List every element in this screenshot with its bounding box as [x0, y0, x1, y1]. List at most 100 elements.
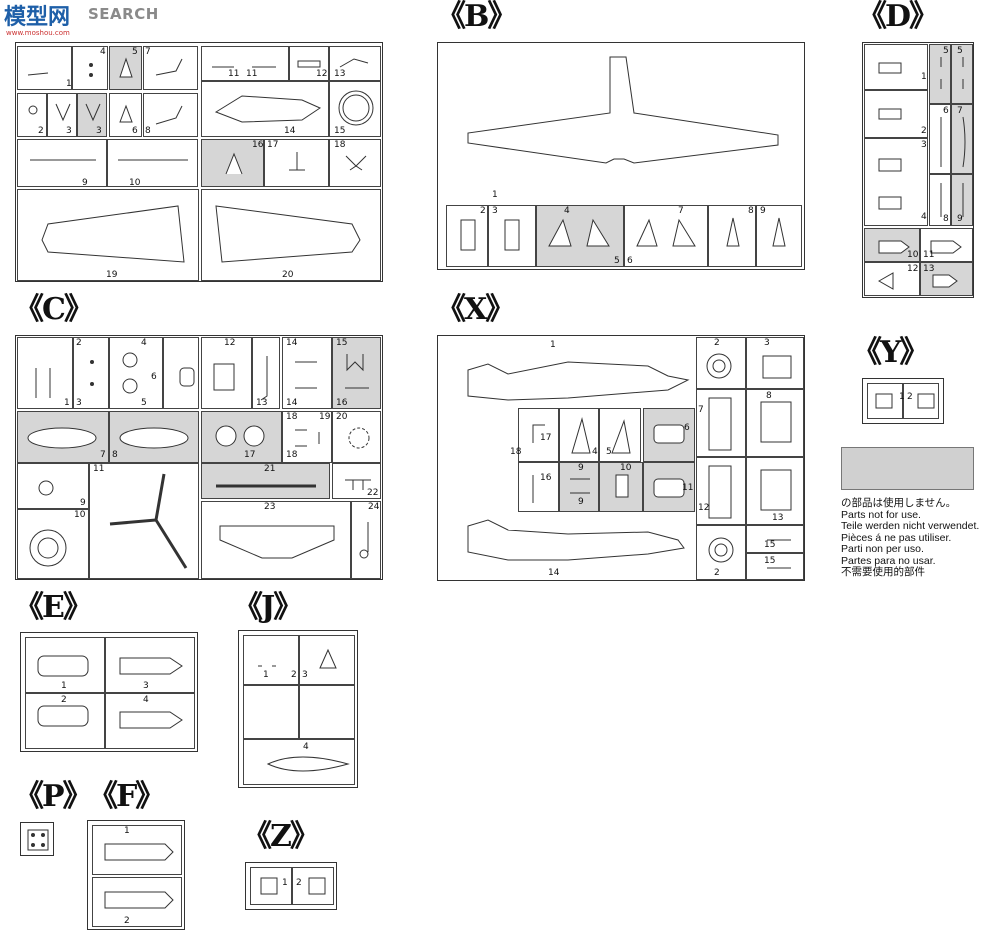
sprue-x-num: 17	[540, 433, 552, 443]
sprue-x-num: 13	[772, 513, 784, 523]
sprue-a-part-11-cell	[201, 46, 289, 81]
sprue-j-num: 2	[291, 670, 297, 680]
sprue-a-part-10-cell	[107, 139, 198, 187]
sprue-y-num: 2	[907, 392, 913, 402]
sprue-j-part-4-cell	[243, 739, 355, 785]
sprue-a-part-12-cell	[289, 46, 329, 81]
sprue-x-num: 8	[766, 391, 772, 401]
sprue-d-num: 4	[921, 212, 927, 222]
sprue-c-part-15-cell	[332, 337, 381, 409]
sprue-x-part-9-cell	[559, 462, 599, 512]
sprue-a-num: 20	[282, 270, 294, 280]
sprue-c-num: 12	[224, 338, 236, 348]
sprue-a-num: 3	[96, 126, 102, 136]
sprue-c-part-2-cell	[73, 337, 109, 409]
sprue-d-num: 5	[943, 46, 949, 56]
sprue-b-num: 7	[678, 206, 684, 216]
sprue-c-part-11-cell	[89, 463, 199, 579]
sprue-d-label: 《D》	[857, 0, 939, 34]
sprue-j-num: 3	[302, 670, 308, 680]
sprue-d-part-1-cell	[864, 44, 928, 90]
sprue-a-part-19-cell	[17, 189, 199, 281]
sprue-a-num: 2	[38, 126, 44, 136]
sprue-e-part-4-cell	[105, 693, 195, 749]
sprue-a-num: 8	[145, 126, 151, 136]
sprue-x-frame: 1 2 3 7 8 17 18 4 5 6 16 9 9 10 11 12 13…	[437, 335, 805, 581]
sprue-d-part-5a-cell	[929, 44, 951, 104]
sprue-a-num: 15	[334, 126, 346, 136]
sprue-c-part-12-cell	[201, 337, 252, 409]
sprue-d-num: 8	[943, 214, 949, 224]
sprue-c-num: 8	[112, 450, 118, 460]
sprue-c-part-17-cell	[201, 411, 282, 463]
sprue-c-frame: 1 2 3 4 5 6 12 13 14 14 15 16 7 8 17 18 …	[15, 335, 383, 580]
sprue-f-label: 《F》	[88, 779, 165, 814]
sprue-d-num: 3	[921, 140, 927, 150]
sprue-y-num: 1	[899, 392, 905, 402]
note-spanish: Partes para no usar.	[841, 554, 936, 567]
sprue-d-num: 1	[921, 72, 927, 82]
sprue-a-part-20-cell	[201, 189, 381, 281]
sprue-b-num: 9	[760, 206, 766, 216]
sprue-c-part-7-cell	[17, 411, 109, 463]
sprue-c-num: 14	[286, 338, 298, 348]
sprue-x-num: 15	[764, 556, 776, 566]
sprue-a-part-15-cell	[329, 81, 381, 137]
sprue-a-part-8-cell	[143, 93, 198, 137]
note-english: Parts not for use.	[841, 508, 921, 521]
sprue-c-part-1-cell	[17, 337, 73, 409]
sprue-x-num: 2	[714, 568, 720, 578]
sprue-y-part-2-cell	[903, 383, 939, 419]
sprue-b-num: 3	[492, 206, 498, 216]
sprue-d-num: 7	[957, 106, 963, 116]
sprue-x-num: 10	[620, 463, 632, 473]
sprue-d-num: 2	[921, 126, 927, 136]
sprue-c-num: 2	[76, 338, 82, 348]
sprue-c-num: 6	[151, 372, 157, 382]
sprue-b-wing-drawing	[467, 56, 779, 164]
sprue-x-num: 15	[764, 540, 776, 550]
sprue-d-part-5b-cell	[951, 44, 973, 104]
sprue-b-part-7-cell	[624, 205, 708, 267]
sprue-x-num: 1	[550, 340, 556, 350]
sprue-a-part-17-cell	[264, 139, 329, 187]
sprue-a-part-5-cell	[109, 46, 142, 90]
sprue-d-part-11-cell	[920, 228, 973, 262]
sprue-c-num: 4	[141, 338, 147, 348]
sprue-j-num: 4	[303, 742, 309, 752]
sprue-c-part-9-cell	[17, 463, 89, 509]
note-japanese: の部品は使用しません。	[841, 497, 957, 509]
sprue-a-part-3a-cell	[47, 93, 77, 137]
sprue-a-part-13-cell	[329, 46, 381, 81]
sprue-f-part-2-cell	[92, 877, 182, 927]
sprue-x-label: 《X》	[436, 292, 515, 327]
sprue-c-num: 17	[244, 450, 256, 460]
sprue-e-num: 3	[143, 681, 149, 691]
sprue-c-num: 18	[286, 412, 298, 422]
sprue-j-part-3-cell	[299, 635, 355, 685]
sprue-z-num: 2	[296, 878, 302, 888]
sprue-z-part-2-cell	[292, 867, 334, 905]
sprue-c-num: 1	[64, 398, 70, 408]
sprue-e-part-3-cell	[105, 637, 195, 693]
watermark-site-text: SEARCH	[88, 5, 159, 23]
sprue-d-num: 13	[923, 264, 935, 274]
sprue-z-frame: 1 2	[245, 862, 337, 910]
sprue-p-label: 《P》	[14, 779, 93, 814]
sprue-c-part-18-cell	[282, 411, 332, 463]
sprue-d-part-3-cell	[864, 138, 928, 226]
sprue-a-part-3b-cell	[77, 93, 107, 137]
sprue-b-num: 1	[492, 190, 498, 200]
sprue-e-num: 4	[143, 695, 149, 705]
sprue-d-part-10-cell	[864, 228, 920, 262]
sprue-a-part-2-cell	[17, 93, 47, 137]
sprue-b-num: 4	[564, 206, 570, 216]
sprue-e-frame: 1 2 3 4	[20, 632, 198, 752]
sprue-x-part-7-cell	[696, 389, 746, 457]
sprue-p-frame	[20, 822, 54, 856]
sprue-y-label: 《Y》	[852, 335, 929, 370]
note-german: Teile werden nicht verwendet.	[841, 520, 980, 532]
sprue-c-num: 10	[74, 510, 86, 520]
sprue-c-num: 5	[141, 398, 147, 408]
sprue-b-frame: 1 2 3 4 5 6 7 8 9	[437, 42, 805, 270]
